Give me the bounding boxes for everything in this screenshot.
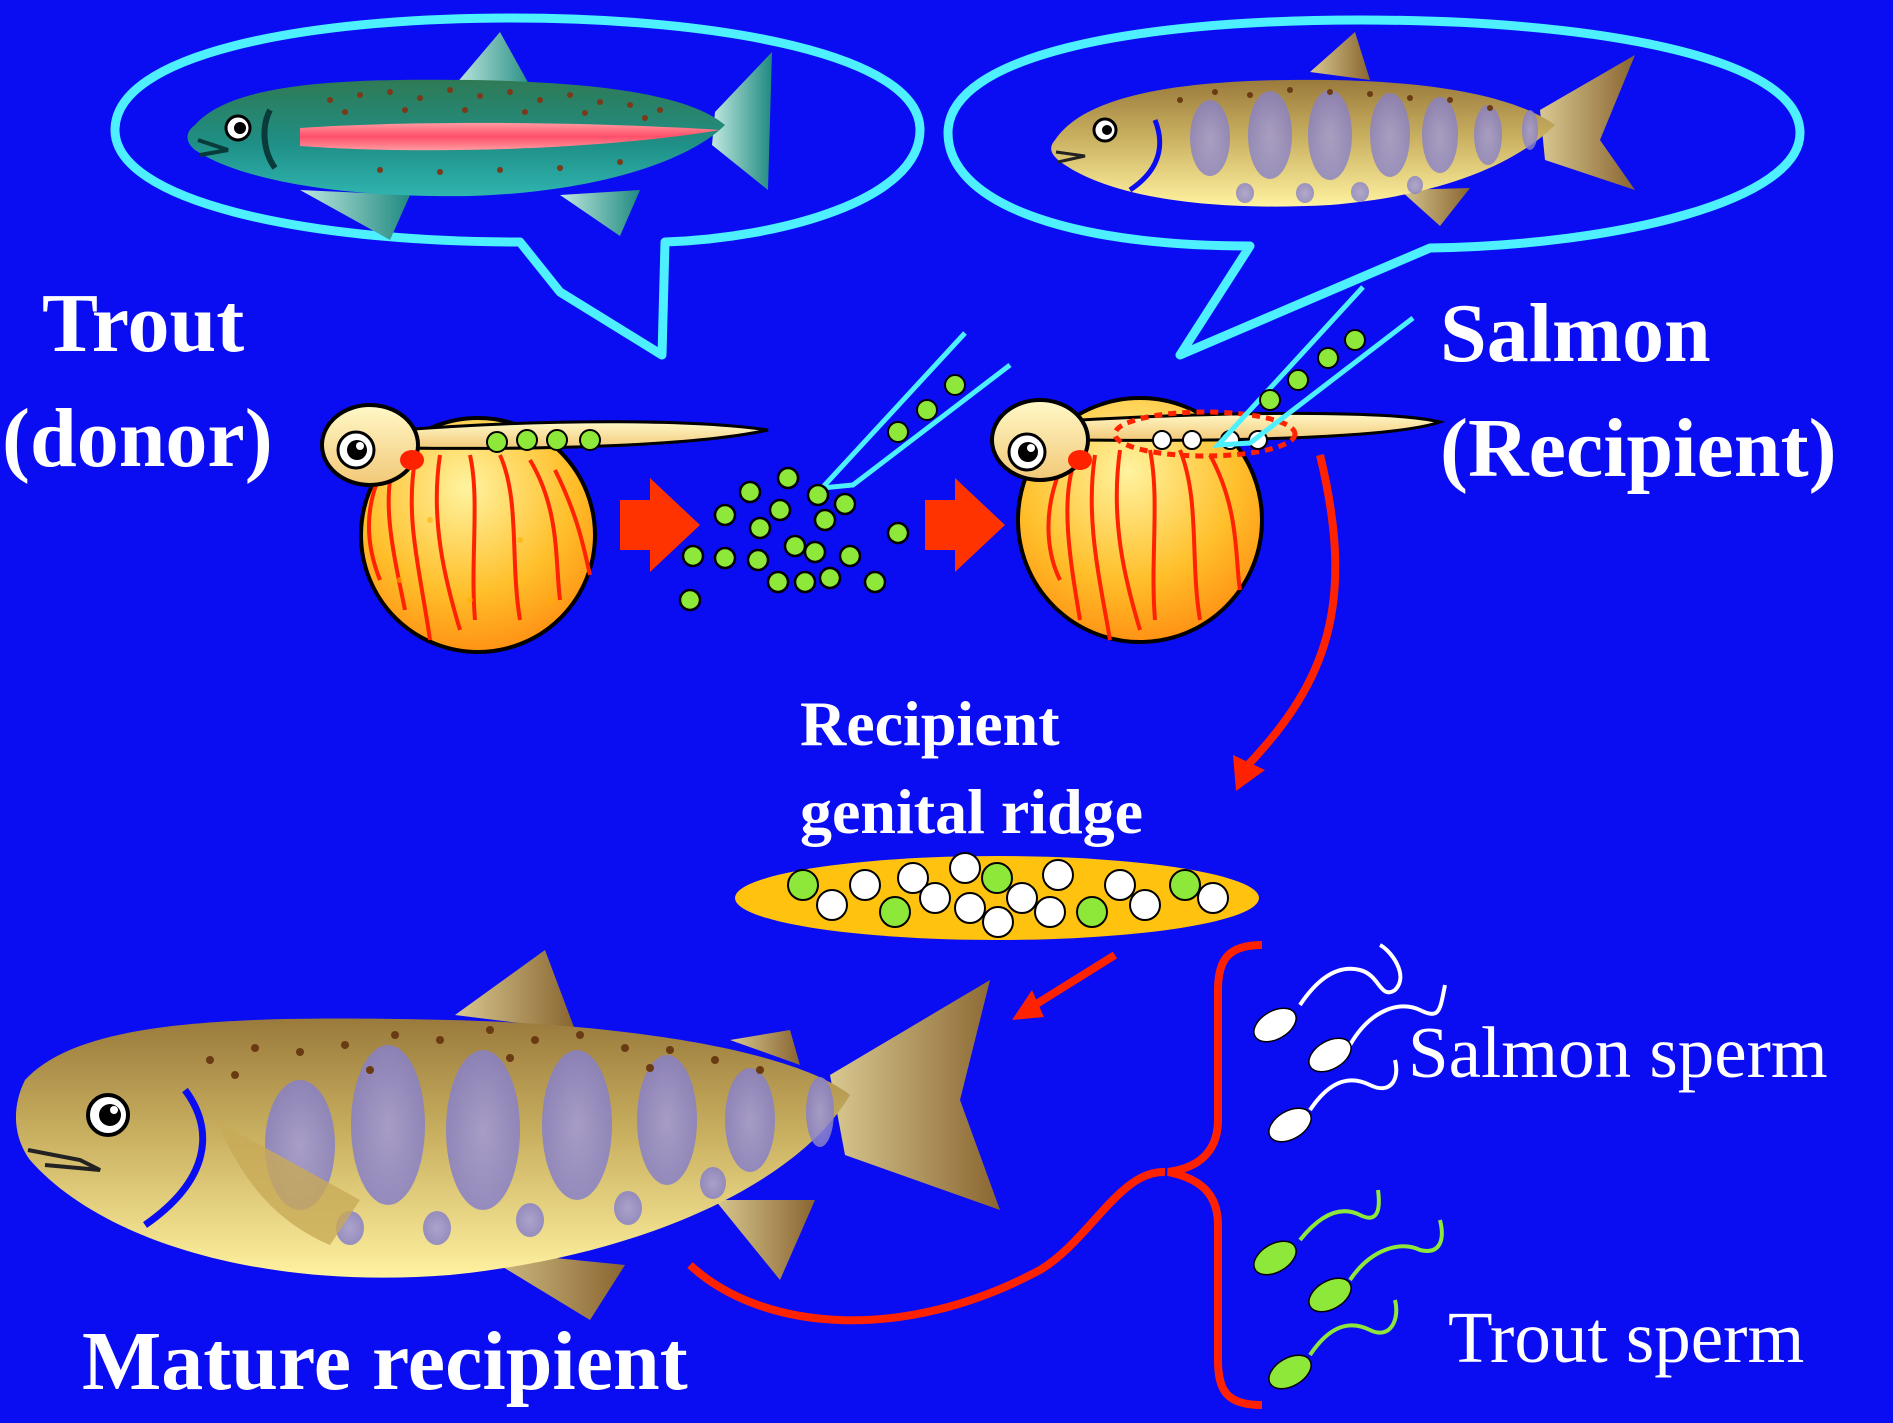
salmon-recipient-label-line1: Salmon — [1440, 290, 1711, 378]
mature-salmon-illustration — [16, 950, 1000, 1320]
trout-sperm-cells — [1248, 1190, 1442, 1396]
isolated-germ-cells — [680, 468, 908, 610]
donor-larva — [322, 405, 768, 652]
arrow-to-mature-recipient — [1012, 955, 1115, 1020]
mature-recipient-label: Mature recipient — [82, 1318, 688, 1406]
curly-brace — [1168, 945, 1262, 1405]
salmon-sperm-label: Salmon sperm — [1408, 1015, 1828, 1092]
trout-sperm-label: Trout sperm — [1448, 1300, 1804, 1377]
genital-ridge-label-line1: Recipient — [800, 690, 1060, 757]
rainbow-trout-illustration — [188, 32, 773, 240]
genital-ridge — [735, 853, 1259, 940]
small-salmon-illustration — [1051, 32, 1635, 226]
micropipette-left — [822, 333, 1010, 488]
recipient-larva — [992, 398, 1440, 642]
trout-donor-label-line1: Trout — [42, 280, 244, 368]
trout-donor-label-line2: (donor) — [2, 395, 273, 483]
salmon-recipient-label-line2: (Recipient) — [1440, 405, 1837, 493]
arrow-right-2 — [925, 478, 1005, 572]
genital-ridge-label-line2: genital ridge — [800, 778, 1143, 845]
